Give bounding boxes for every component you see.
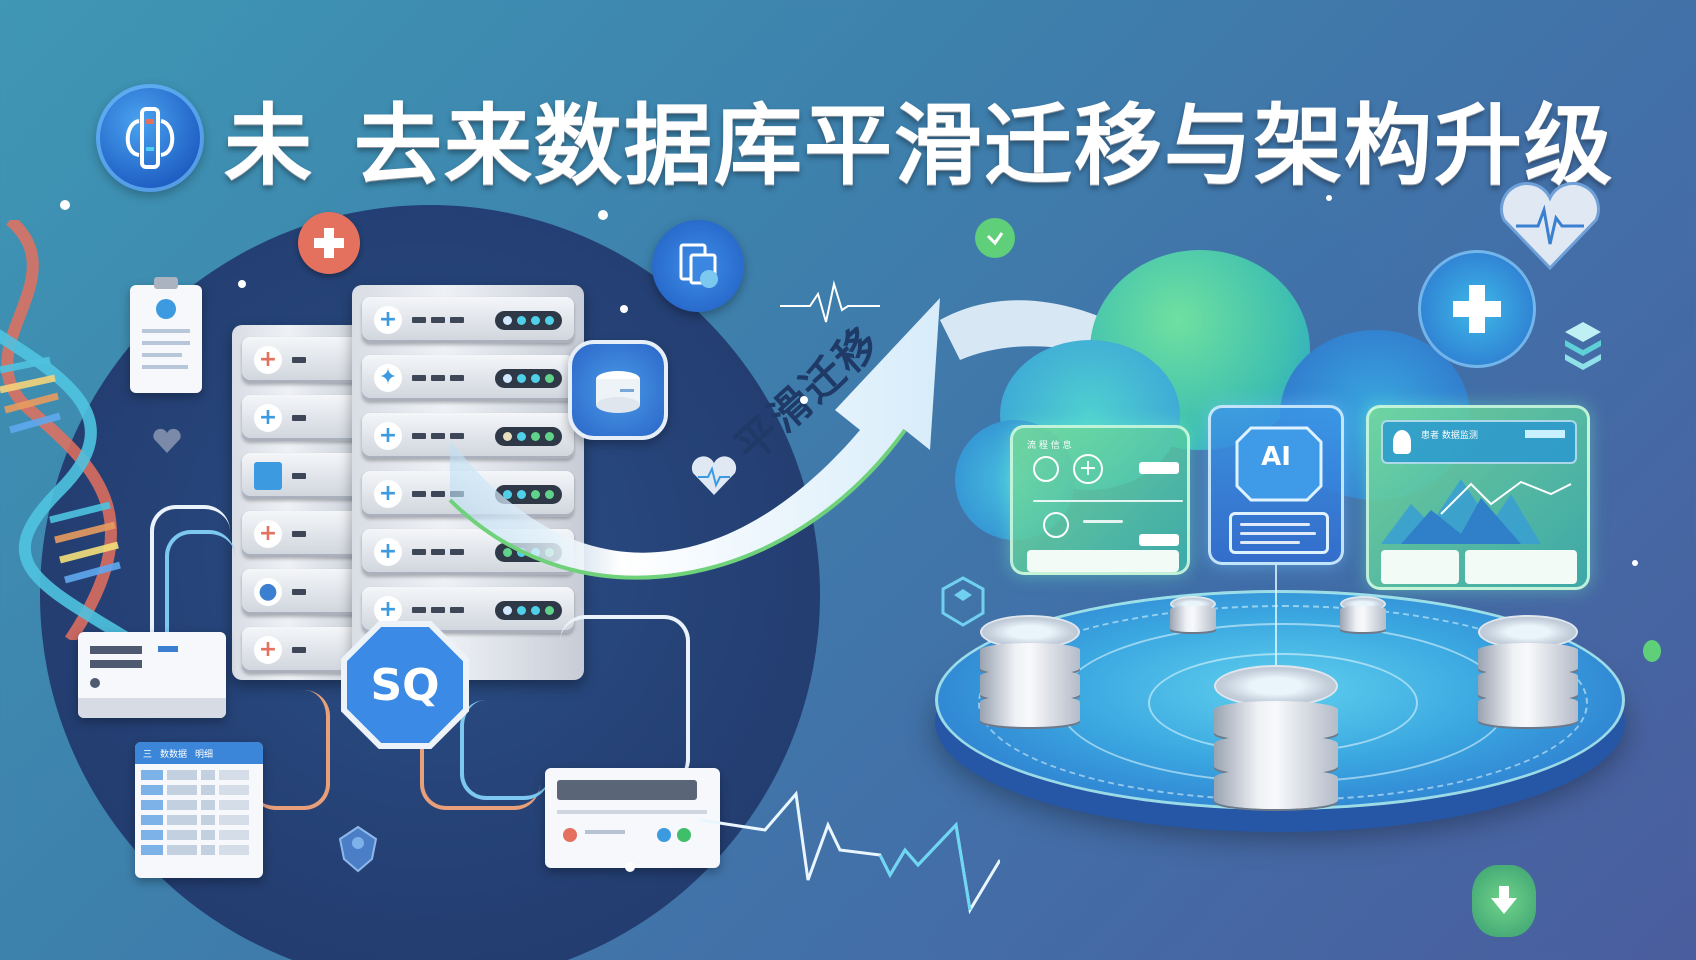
server-unit: ●	[242, 569, 362, 615]
server-unit: +	[362, 297, 574, 343]
layers-icon	[1565, 322, 1601, 370]
medical-cross-icon	[1418, 250, 1536, 368]
cable	[165, 530, 235, 710]
cube-icon	[941, 576, 985, 627]
server-unit	[242, 453, 362, 499]
database-cylinder-icon	[1170, 596, 1216, 632]
clipboard-icon	[130, 277, 202, 393]
server-unit: +	[242, 337, 362, 383]
cable	[560, 615, 690, 785]
data-table-card: 三 数数据 明细	[135, 742, 263, 878]
pulse-line-icon	[780, 280, 880, 323]
dna-icon	[0, 220, 134, 640]
shield-user-icon	[338, 825, 378, 873]
title-main: 去来数据库平滑迁移与架构升级	[354, 93, 1615, 197]
pulse-line-icon	[700, 790, 1000, 915]
heart-pulse-icon	[1500, 182, 1600, 271]
medical-cross-icon	[298, 212, 360, 274]
cable	[250, 690, 330, 810]
sparkle-dot	[625, 862, 635, 872]
connector-line	[1275, 565, 1277, 665]
sparkle-dot	[1632, 560, 1638, 566]
page-title: 未去来数据库平滑迁移与架构升级	[224, 75, 1614, 202]
sparkle-dot	[800, 396, 808, 404]
network-device-right	[545, 768, 720, 868]
sql-badge: SQ	[341, 621, 469, 749]
ai-panel: AI	[1208, 405, 1344, 565]
network-device-left	[78, 632, 226, 718]
cable	[420, 690, 540, 810]
server-unit: +	[362, 587, 574, 633]
server-rack-back: + + + ● +	[232, 325, 372, 680]
dashboard-panel: 患者 数据监测	[1366, 405, 1590, 590]
documents-icon	[652, 220, 744, 312]
svg-text:SQ: SQ	[370, 660, 439, 711]
title-row: 未去来数据库平滑迁移与架构升级	[96, 78, 1614, 198]
cable	[460, 700, 550, 800]
check-icon	[975, 218, 1015, 258]
server-unit: ✦	[362, 355, 574, 401]
heart-icon	[153, 428, 181, 453]
ai-label: AI	[1261, 442, 1291, 472]
database-cylinder-icon	[1340, 596, 1386, 632]
sparkle-dot	[598, 210, 608, 220]
database-cylinder-primary	[1214, 665, 1338, 809]
database-cylinder-icon	[568, 340, 668, 440]
server-unit: +	[362, 413, 574, 459]
download-shield-icon	[1472, 865, 1536, 937]
sparkle-dot	[620, 305, 628, 313]
mountain-chart	[1381, 479, 1572, 544]
table-header: 三 数数据 明细	[135, 742, 263, 764]
server-unit: +	[242, 511, 362, 557]
sparkle-dot	[238, 280, 246, 288]
chip-shield-icon	[96, 84, 204, 192]
sparkle-dot	[1326, 195, 1332, 201]
database-cylinder-icon	[980, 615, 1080, 727]
migration-arrow	[448, 298, 1230, 580]
server-unit: +	[242, 395, 362, 441]
sparkle-dot	[1643, 640, 1661, 662]
title-prefix: 未	[224, 93, 315, 197]
workflow-panel: 流 程 信 息 +	[1010, 425, 1190, 575]
heart-pulse-icon	[691, 456, 737, 495]
database-cylinder-icon	[1478, 615, 1578, 727]
sparkle-dot	[60, 200, 70, 210]
cable	[150, 505, 230, 705]
